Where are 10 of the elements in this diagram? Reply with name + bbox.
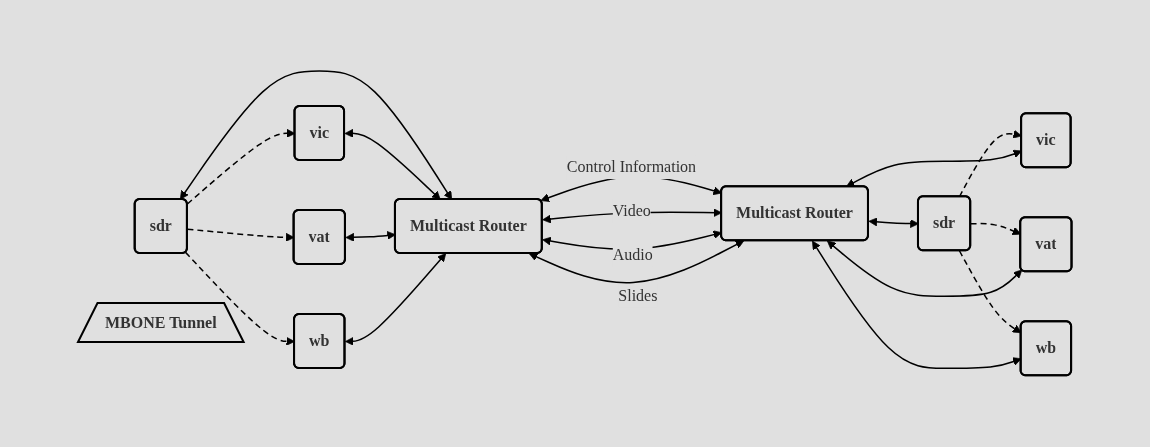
arrow [180,70,453,201]
arrow [344,129,441,201]
arrow [345,253,447,347]
edge-label: Control Information [567,158,697,176]
arrow [827,241,1023,298]
arrow [529,240,745,284]
arrow [812,241,1022,370]
edge-label: Audio [612,246,653,264]
edge-label: Slides [618,287,658,305]
edge-label: Video [612,202,652,220]
